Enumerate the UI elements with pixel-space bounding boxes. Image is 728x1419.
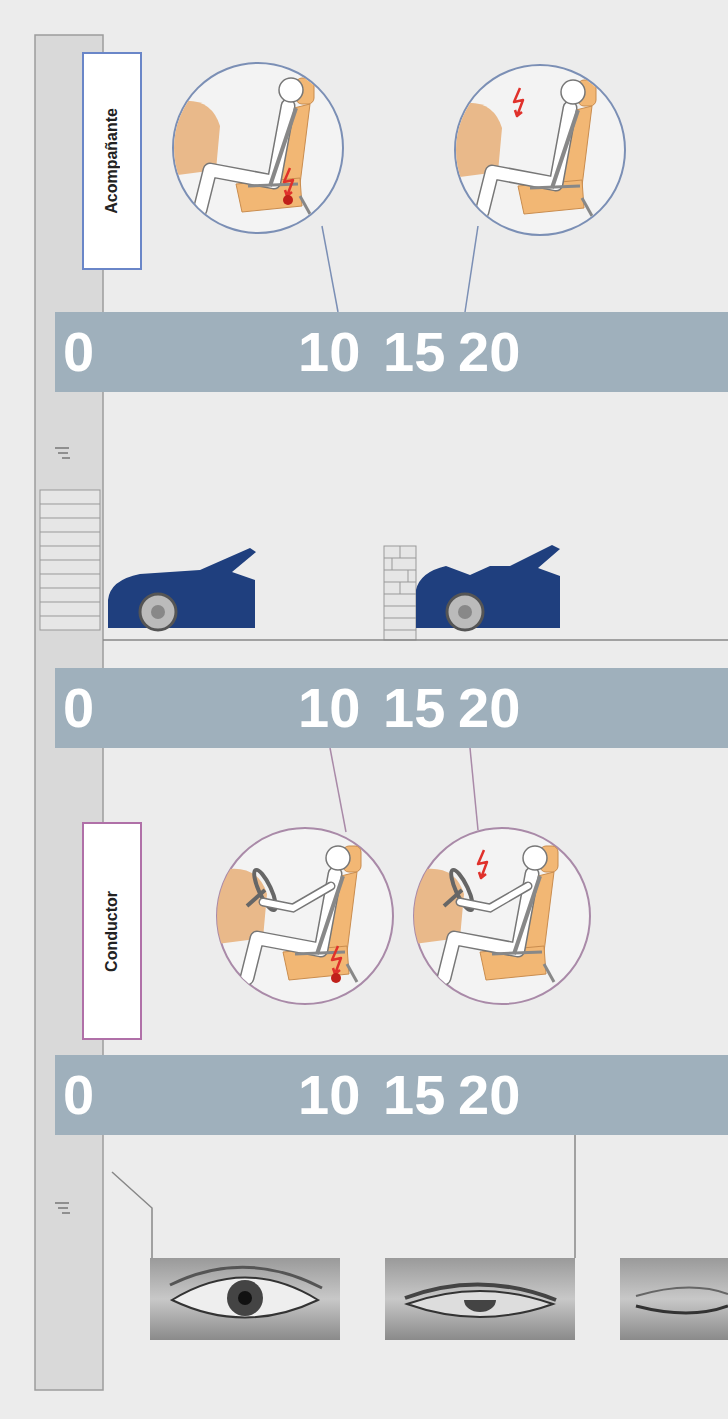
role-label: Conductor (82, 822, 142, 1040)
time-number: 10 (298, 312, 360, 392)
time-band: 0 10 1520 (55, 668, 728, 748)
passenger-bubble (452, 65, 625, 235)
role-text: Acompañante (103, 108, 121, 214)
driver-bubble (414, 828, 590, 1004)
time-number: 10 (298, 1055, 360, 1135)
time-number: 20 (458, 668, 520, 748)
time-number: 15 (383, 1055, 445, 1135)
leader-line (112, 1135, 575, 1258)
brick-wall (40, 490, 416, 640)
time-band: 0 10 1520 (55, 1055, 728, 1135)
eye-photo (620, 1258, 728, 1340)
time-band: 0 10 1520 (55, 312, 728, 392)
leader-line (322, 226, 478, 312)
car (416, 545, 560, 630)
time-number: 15 (383, 312, 445, 392)
time-number: 15 (383, 668, 445, 748)
passenger-bubble (170, 63, 343, 233)
time-number: 20 (458, 312, 520, 392)
car (108, 548, 256, 630)
time-number: 20 (458, 1055, 520, 1135)
time-number: 10 (298, 668, 360, 748)
time-number: 0 (63, 1055, 94, 1135)
role-text: Conductor (103, 891, 121, 972)
role-label: Acompañante (82, 52, 142, 270)
leader-line (330, 748, 478, 832)
driver-bubble (217, 828, 393, 1004)
time-number: 0 (63, 312, 94, 392)
road-line (103, 639, 728, 641)
time-number: 0 (63, 668, 94, 748)
eye-photo (150, 1258, 340, 1340)
eye-photo (385, 1258, 575, 1340)
